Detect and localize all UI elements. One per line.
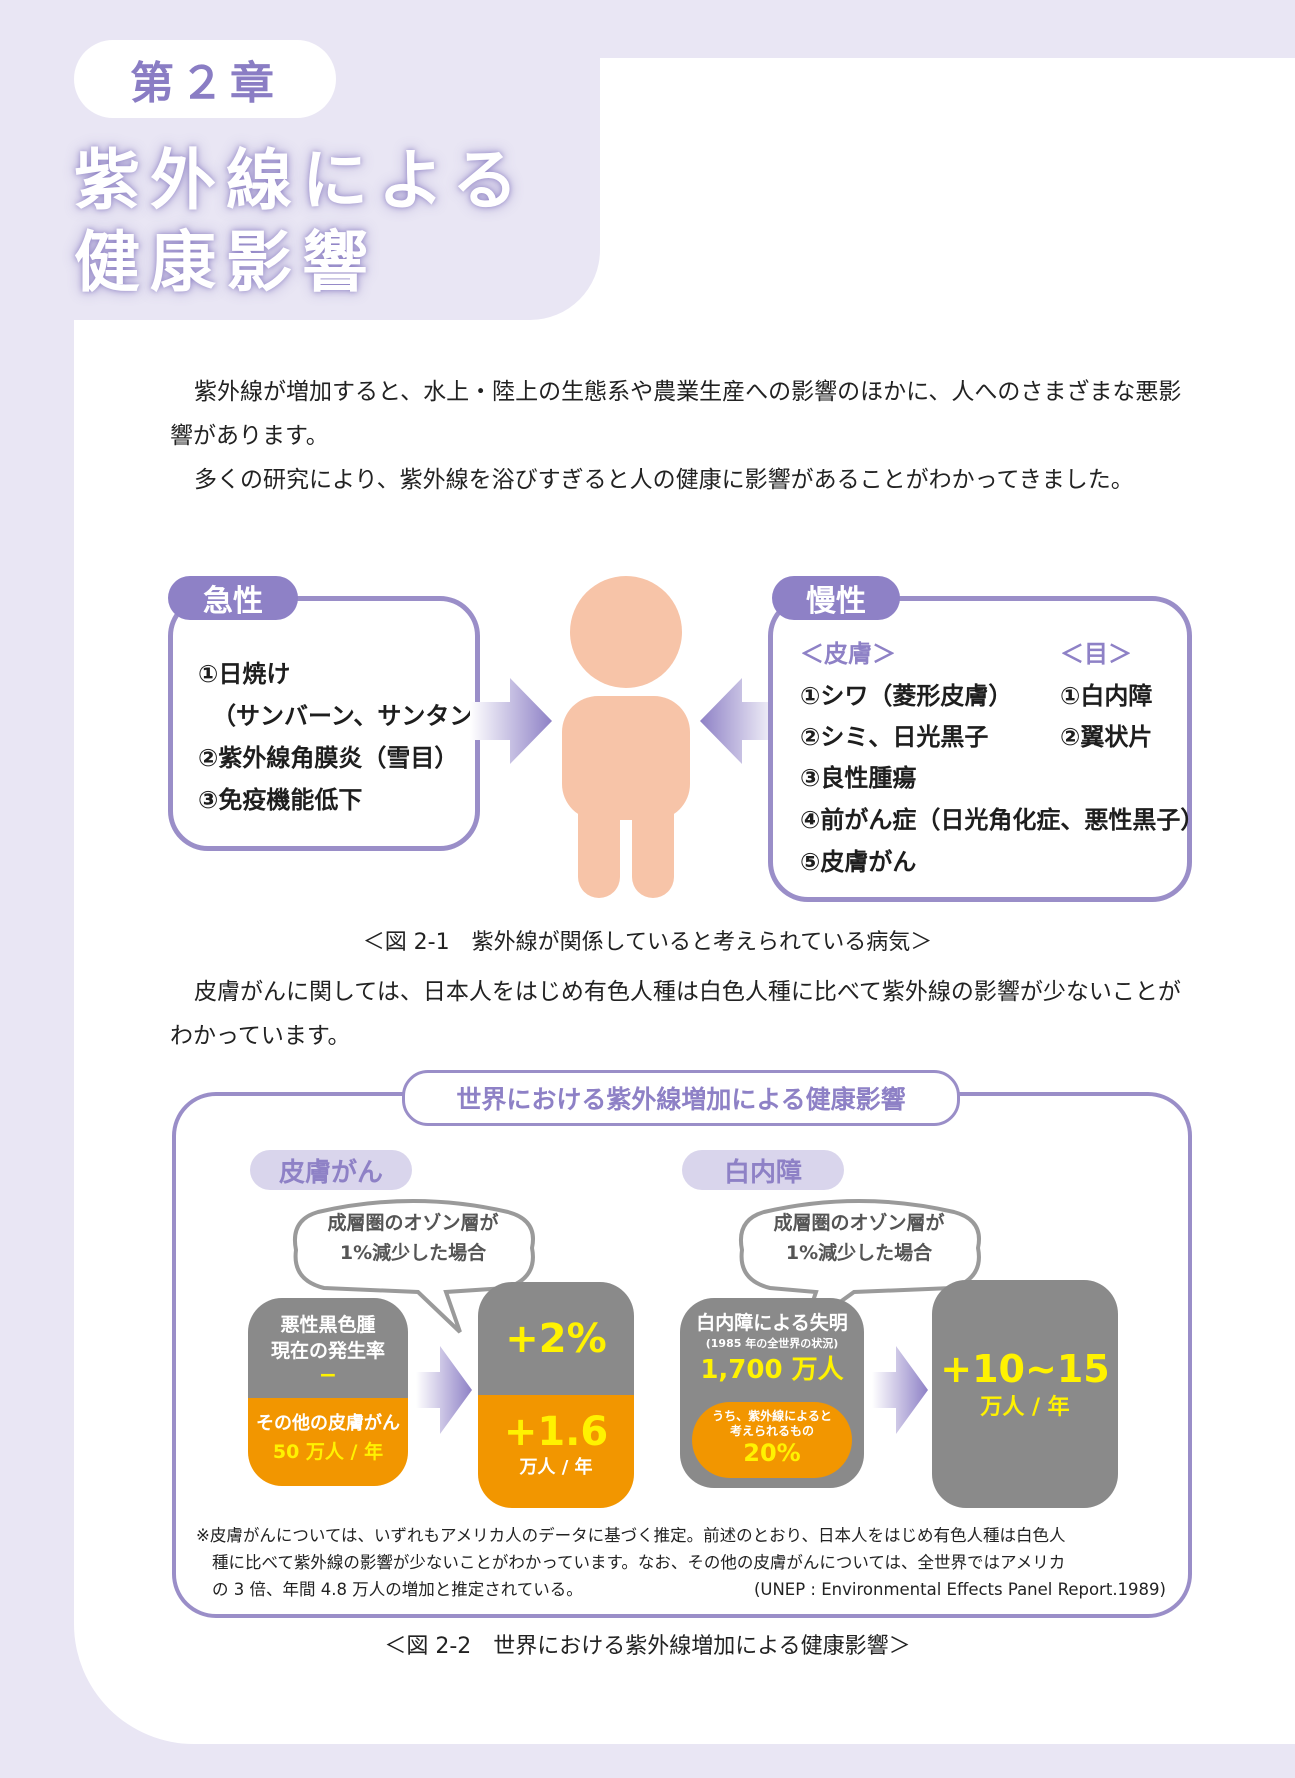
acute-item-3: ③免疫機能低下 <box>198 786 363 814</box>
skin-heading: ＜皮膚＞ <box>800 640 896 668</box>
skin-bubble-text: 成層圏のオゾン層が 1%減少した場合 <box>290 1208 536 1268</box>
cataract-increase-panel: +10~15 万人 / 年 <box>932 1280 1118 1508</box>
cataract-uv-line-1: うち、紫外線によると <box>712 1409 832 1423</box>
cataract-bubble-line-2: 1%減少した場合 <box>785 1242 933 1264</box>
figure-2-1-caption: ＜図 2-1 紫外線が関係していると考えられている病気＞ <box>362 930 933 955</box>
person-icon <box>562 576 690 898</box>
acute-tag: 急性 <box>168 576 298 620</box>
middle-paragraph: 皮膚がんに関しては、日本人をはじめ有色人種は白色人種に比べて紫外線の影響が少ない… <box>170 979 1181 1049</box>
chapter-title-line2: 健康影響 <box>74 224 378 301</box>
cataract-uv-value: 20% <box>743 1439 801 1467</box>
cataract-tag: 白内障 <box>682 1150 844 1190</box>
acute-item-2: ②紫外線角膜炎（雪目） <box>198 744 459 772</box>
cataract-blind-value: 1,700 万人 <box>700 1355 844 1385</box>
chapter-label: 第２章 <box>74 40 336 118</box>
cataract-bubble-text: 成層圏のオゾン層が 1%減少した場合 <box>736 1208 982 1268</box>
cataract-increase-unit: 万人 / 年 <box>980 1395 1070 1420</box>
skin-other-line-2: 50 万人 / 年 <box>272 1441 384 1463</box>
skin-cancer-tag: 皮膚がん <box>250 1150 412 1190</box>
cataract-bubble-line-1: 成層圏のオゾン層が <box>773 1212 945 1234</box>
acute-item-1-sub: （サンバーン、サンタン） <box>212 702 498 730</box>
skin-item-5: ⑤皮膚がん <box>800 848 917 876</box>
cataract-arrow-icon <box>872 1346 928 1434</box>
note-line-2: 種に比べて紫外線の影響が少ないことがわかっています。なお、その他の皮膚がんについ… <box>212 1553 1066 1572</box>
skin-item-3: ③良性腫瘍 <box>800 764 917 792</box>
cataract-blind-label: 白内障による失明 <box>696 1312 848 1334</box>
note-reference: (UNEP : Environmental Effects Panel Repo… <box>753 1580 1166 1599</box>
figure-2-2-caption: ＜図 2-2 世界における紫外線増加による健康影響＞ <box>384 1634 911 1659</box>
intro-paragraph-2: 多くの研究により、紫外線を浴びすぎると人の健康に影響があることがわかってきました… <box>194 467 1134 493</box>
skin-current-panel: 悪性黒色腫 現在の発生率 − その他の皮膚がん 50 万人 / 年 <box>248 1298 408 1486</box>
skin-increase-panel: +2% +1.6 万人 / 年 <box>478 1282 634 1508</box>
cataract-blind-note: (1985 年の全世界の状況) <box>705 1337 839 1350</box>
arrow-right-icon <box>470 678 552 764</box>
figure-2-2-title: 世界における紫外線増加による健康影響 <box>402 1070 960 1126</box>
chronic-tag: 慢性 <box>772 576 900 620</box>
cataract-speech-bubble <box>739 1199 981 1334</box>
middle-text: 皮膚がんに関しては、日本人をはじめ有色人種は白色人種に比べて紫外線の影響が少ない… <box>170 970 1190 1058</box>
cataract-current-panel: 白内障による失明 (1985 年の全世界の状況) 1,700 万人 うち、紫外線… <box>680 1298 864 1488</box>
chapter-title: 紫外線による 健康影響 <box>74 140 594 304</box>
cataract-uv-line-2: 考えられるもの <box>729 1424 814 1438</box>
skin-item-2: ②シミ、日光黒子 <box>800 723 989 751</box>
skin-other-increase-unit: 万人 / 年 <box>519 1457 593 1478</box>
eye-heading: ＜目＞ <box>1060 640 1132 668</box>
chapter-title-line1: 紫外線による <box>74 142 529 219</box>
skin-current-line-2: 現在の発生率 <box>270 1340 385 1362</box>
skin-speech-bubble <box>293 1199 535 1334</box>
acute-item-1: ①日焼け <box>198 660 291 688</box>
skin-arrow-icon <box>416 1346 472 1434</box>
arrow-left-icon <box>700 678 782 764</box>
skin-other-line-1: その他の皮膚がん <box>256 1413 400 1434</box>
skin-current-value: − <box>318 1363 338 1388</box>
skin-current-line-1: 悪性黒色腫 <box>280 1314 376 1336</box>
eye-item-1: ①白内障 <box>1060 682 1153 710</box>
skin-item-1: ①シワ（菱形皮膚） <box>800 682 1013 710</box>
skin-bubble-line-2: 1%減少した場合 <box>339 1242 487 1264</box>
skin-item-4: ④前がん症（日光角化症、悪性黒子） <box>800 806 1205 834</box>
note-line-3: の 3 倍、年間 4.8 万人の増加と推定されている。 <box>212 1580 583 1599</box>
intro-text: 紫外線が増加すると、水上・陸上の生態系や農業生産への影響のほかに、人へのさまざま… <box>170 370 1190 502</box>
skin-bubble-line-1: 成層圏のオゾン層が <box>327 1212 499 1234</box>
note-line-1: ※皮膚がんについては、いずれもアメリカ人のデータに基づく推定。前述のとおり、日本… <box>196 1526 1066 1545</box>
cataract-uv-share: うち、紫外線によると 考えられるもの 20% <box>692 1402 852 1478</box>
eye-item-2: ②翼状片 <box>1060 723 1153 751</box>
figure-2-2-note: ※皮膚がんについては、いずれもアメリカ人のデータに基づく推定。前述のとおり、日本… <box>196 1522 1166 1603</box>
skin-other-increase: +1.6 <box>503 1409 609 1455</box>
chronic-box <box>768 596 1192 902</box>
intro-paragraph-1: 紫外線が増加すると、水上・陸上の生態系や農業生産への影響のほかに、人へのさまざま… <box>170 379 1182 449</box>
skin-melanoma-increase: +2% <box>505 1316 607 1362</box>
cataract-increase-value: +10~15 <box>940 1347 1110 1391</box>
